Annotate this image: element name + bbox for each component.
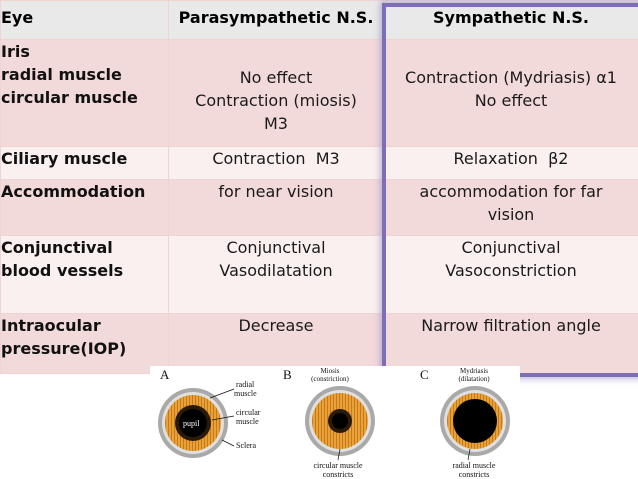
mydriasis-title-2: (dilatation) [458,375,490,383]
para-ciliary: Contraction M3 [168,146,384,180]
radial-label-1: radial [236,380,255,389]
sclera-label: Sclera [236,441,256,450]
symp-iris: Contraction (Mydriasis) α1 No effect [383,39,638,147]
row-label-accommodation: Accommodation [0,179,169,236]
circular-label-1: circular [236,408,261,417]
panel-b-letter: B [283,367,292,382]
panel-b: B Miosis (constriction) circular muscle … [283,367,375,479]
para-iop: Decrease [168,313,384,374]
symp-accommodation: accommodation for far vision [383,179,638,236]
row-ciliary: Ciliary muscle Contraction M3 Relaxation… [0,146,638,180]
header-parasympathetic: Parasympathetic N.S. [168,0,384,40]
symp-ciliary: Relaxation β2 [383,146,638,180]
mydriasis-title-1: Mydriasis [460,367,488,375]
symp-conjunctival: Conjunctival Vasoconstriction [383,235,638,314]
panel-a: A pupil radial muscle circular muscle Sc… [158,367,261,458]
row-conjunctival: Conjunctival blood vessels Conjunctival … [0,235,638,314]
row-accommodation: Accommodation for near vision accommodat… [0,179,638,236]
miosis-pupil [332,413,348,429]
row-iop: Intraocular pressure(IOP) Decrease Narro… [0,313,638,374]
para-iris: No effect Contraction (miosis) M3 [168,39,384,147]
panel-a-letter: A [160,367,170,382]
radial-label-2: muscle [234,389,257,398]
row-label-conjunctival: Conjunctival blood vessels [0,235,169,314]
circular-label-2: muscle [236,417,259,426]
header-sympathetic: Sympathetic N.S. [383,0,638,40]
row-label-ciliary: Ciliary muscle [0,146,169,180]
miosis-title-2: (constriction) [311,375,349,383]
header-eye: Eye [0,0,169,40]
miosis-title-1: Miosis [320,367,339,375]
mydriasis-pupil [453,399,497,443]
para-accommodation: for near vision [168,179,384,236]
panel-c: C Mydriasis (dilatation) radial muscle c… [420,367,510,479]
panel-c-letter: C [420,367,429,382]
eye-autonomic-table: Eye Parasympathetic N.S. Sympathetic N.S… [0,0,638,374]
miosis-caption-2: constricts [323,470,354,479]
row-label-iris: Iris radial muscle circular muscle [0,39,169,147]
header-row: Eye Parasympathetic N.S. Sympathetic N.S… [0,0,638,40]
mydriasis-caption-2: constricts [459,470,490,479]
para-conjunctival: Conjunctival Vasodilatation [168,235,384,314]
symp-iop: Narrow filtration angle [383,313,638,374]
miosis-caption-1: circular muscle [313,461,363,470]
mydriasis-caption-1: radial muscle [453,461,496,470]
pupil-diagram: A pupil radial muscle circular muscle Sc… [150,366,520,479]
row-iris: Iris radial muscle circular muscle No ef… [0,39,638,147]
row-label-iop: Intraocular pressure(IOP) [0,313,169,374]
pupil-label: pupil [183,419,200,428]
